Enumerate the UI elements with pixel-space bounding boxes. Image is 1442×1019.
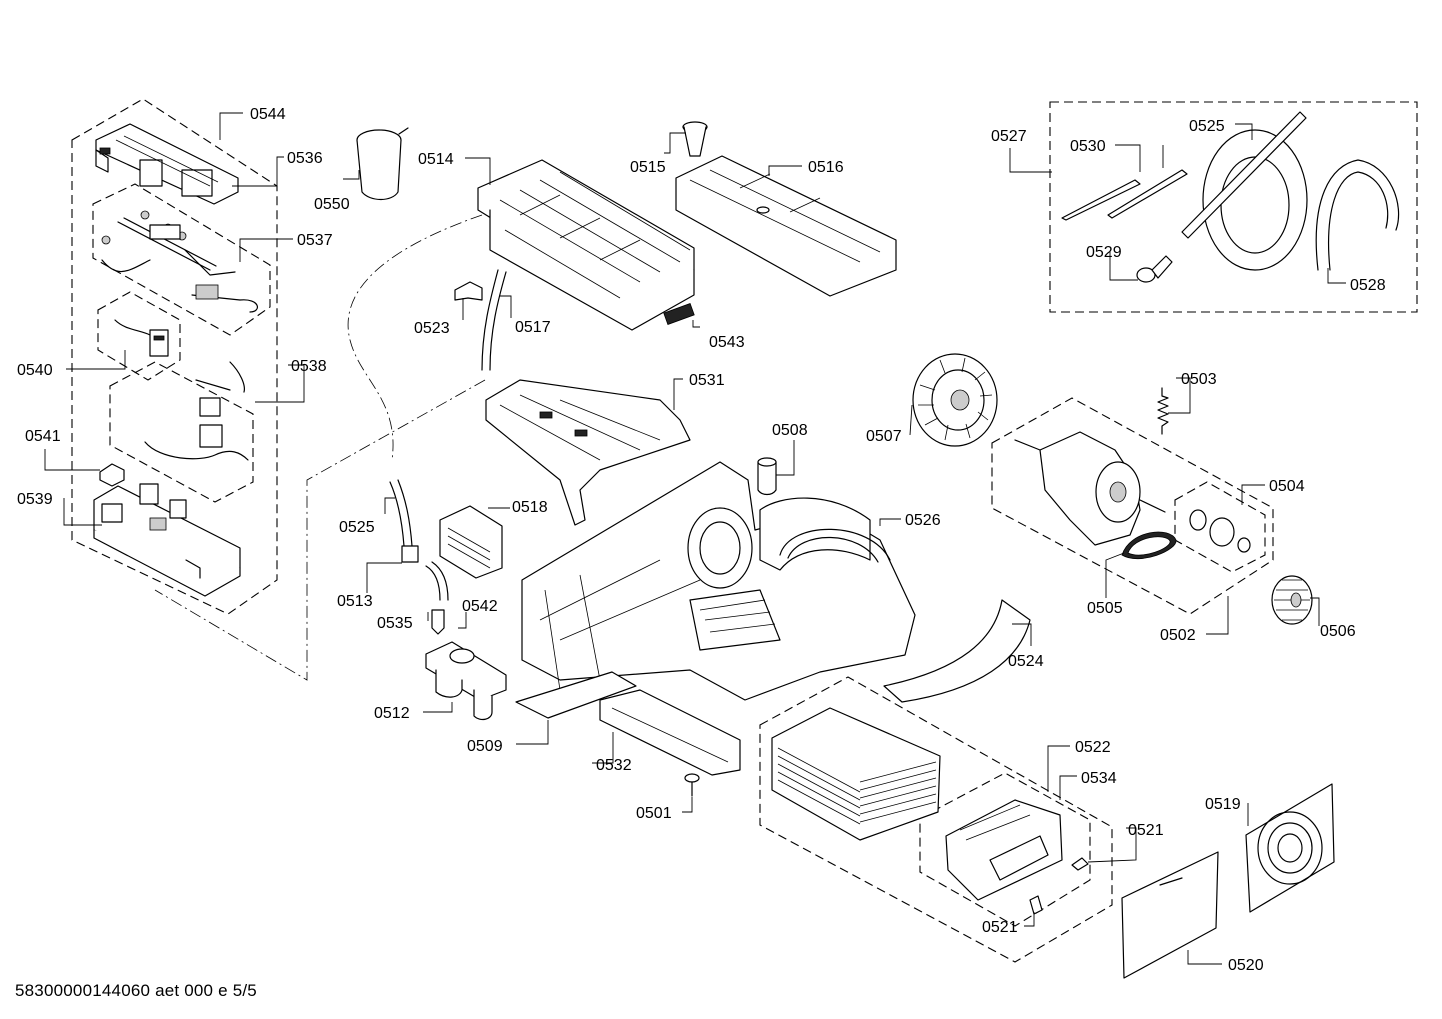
label-0509: 0509 <box>467 738 503 755</box>
label-0514: 0514 <box>418 151 454 168</box>
label-0528: 0528 <box>1350 277 1386 294</box>
label-0519: 0519 <box>1205 796 1241 813</box>
label-0523: 0523 <box>414 320 450 337</box>
part-0515 <box>682 121 708 157</box>
part-0541 <box>99 463 125 487</box>
label-0505: 0505 <box>1087 600 1123 617</box>
label-0506: 0506 <box>1320 623 1356 640</box>
part-base-frame <box>515 461 916 776</box>
part-0523 <box>454 281 483 301</box>
label-0522: 0522 <box>1075 739 1111 756</box>
label-0501: 0501 <box>636 805 672 822</box>
label-0542: 0542 <box>462 598 498 615</box>
part-number-labels: 0544 0536 0537 0540 0538 0541 0539 0550 … <box>17 106 1386 974</box>
label-0521-right: 0521 <box>1128 822 1164 839</box>
label-0538: 0538 <box>291 358 327 375</box>
part-0505 <box>1121 531 1177 560</box>
label-0518: 0518 <box>512 499 548 516</box>
label-0526: 0526 <box>905 512 941 529</box>
part-0525-coil <box>1181 111 1308 271</box>
label-0525-left: 0525 <box>339 519 375 536</box>
part-0542 <box>431 609 445 635</box>
label-0527: 0527 <box>991 128 1027 145</box>
part-0535 <box>425 561 449 601</box>
part-0508 <box>757 457 777 496</box>
part-0503 <box>1157 387 1169 435</box>
part-0538 <box>144 361 249 461</box>
part-0529 <box>1136 255 1173 283</box>
part-0518 <box>439 505 503 579</box>
part-0544 <box>95 123 239 205</box>
label-0543: 0543 <box>709 334 745 351</box>
part-0540 <box>114 319 169 357</box>
label-0508: 0508 <box>772 422 808 439</box>
part-0517 <box>481 269 507 371</box>
part-0507 <box>912 353 998 447</box>
part-0519 <box>1245 783 1335 913</box>
label-0504: 0504 <box>1269 478 1305 495</box>
part-0514 <box>477 159 695 331</box>
label-0524: 0524 <box>1008 653 1044 670</box>
label-0540: 0540 <box>17 362 53 379</box>
part-0526 <box>779 528 891 563</box>
label-0539: 0539 <box>17 491 53 508</box>
label-0513: 0513 <box>337 593 373 610</box>
part-0513 <box>401 545 419 563</box>
part-0531 <box>485 379 691 526</box>
part-0539 <box>93 483 241 597</box>
document-footer-id: 58300000144060 aet 000 e 5/5 <box>15 981 257 1000</box>
part-0512 <box>425 641 507 721</box>
part-0534 <box>945 799 1063 901</box>
label-0502: 0502 <box>1160 627 1196 644</box>
label-0515: 0515 <box>630 159 666 176</box>
label-0529: 0529 <box>1086 244 1122 261</box>
label-0512: 0512 <box>374 705 410 722</box>
part-0522 <box>771 707 941 841</box>
part-0530-tie-b <box>1107 169 1188 219</box>
part-motor <box>1014 431 1166 546</box>
part-0530-tie-a <box>1061 179 1141 221</box>
label-0534: 0534 <box>1081 770 1117 787</box>
label-0532: 0532 <box>596 757 632 774</box>
leader-lines <box>44 112 1346 965</box>
label-0521-bottom: 0521 <box>982 919 1018 936</box>
part-0501 <box>684 773 700 797</box>
part-0525-hose <box>389 479 413 547</box>
group-outlines <box>71 98 1418 963</box>
label-0544: 0544 <box>250 106 286 123</box>
label-0503: 0503 <box>1181 371 1217 388</box>
label-0525-coil: 0525 <box>1189 118 1225 135</box>
part-0528 <box>1315 159 1400 271</box>
part-0516 <box>675 155 897 297</box>
part-0521-clip-a <box>1071 857 1089 871</box>
part-0506 <box>1271 575 1313 625</box>
label-0550: 0550 <box>314 196 350 213</box>
label-0537: 0537 <box>297 232 333 249</box>
part-drawings <box>93 111 1400 979</box>
label-0535: 0535 <box>377 615 413 632</box>
label-0536: 0536 <box>287 150 323 167</box>
label-0517: 0517 <box>515 319 551 336</box>
label-0531: 0531 <box>689 372 725 389</box>
part-0520 <box>1121 851 1219 979</box>
label-0530: 0530 <box>1070 138 1106 155</box>
label-0520: 0520 <box>1228 957 1264 974</box>
label-0507: 0507 <box>866 428 902 445</box>
part-0550 <box>356 127 409 201</box>
part-0504 <box>1189 509 1251 553</box>
part-0521-clip-b <box>1029 895 1043 915</box>
part-0524 <box>883 599 1031 703</box>
label-0541: 0541 <box>25 428 61 445</box>
label-0516: 0516 <box>808 159 844 176</box>
part-0537 <box>101 210 258 313</box>
